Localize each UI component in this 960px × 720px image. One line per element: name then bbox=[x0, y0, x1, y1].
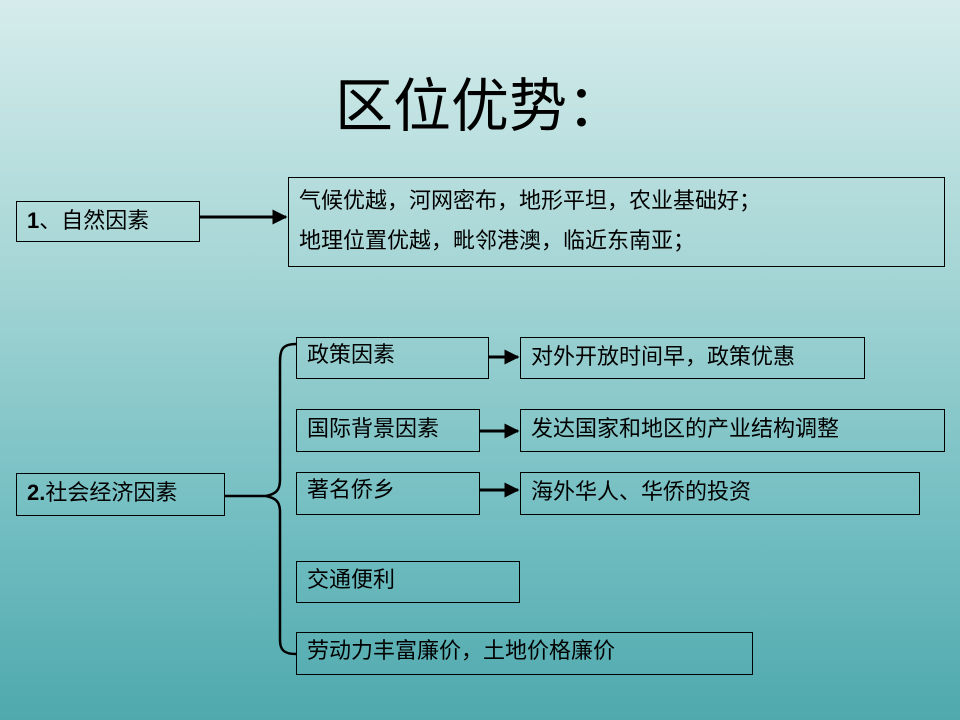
natural-label: 、自然因素 bbox=[39, 209, 150, 234]
factor-policy-detail: 对外开放时间早，政策优惠 bbox=[531, 345, 796, 370]
factor-overseas-detail-box: 海外华人、华侨的投资 bbox=[520, 472, 920, 515]
factor-policy-box: 政策因素 bbox=[296, 337, 489, 379]
social-label: 社会经济因素 bbox=[45, 481, 178, 506]
factor-overseas-box: 著名侨乡 bbox=[296, 472, 480, 515]
factor-overseas-detail: 海外华人、华侨的投资 bbox=[531, 480, 752, 505]
factor-transport-box: 交通便利 bbox=[296, 561, 520, 603]
factor-international-detail: 发达国家和地区的产业结构调整 bbox=[531, 417, 840, 442]
factor-policy-label: 政策因素 bbox=[307, 343, 396, 368]
natural-detail-1: 气候优越，河网密布，地形平坦，农业基础好； bbox=[299, 189, 762, 214]
social-factor-box: 2.社会经济因素 bbox=[16, 473, 225, 516]
natural-factor-box: 1、自然因素 bbox=[16, 201, 200, 242]
natural-detail-2: 地理位置优越，毗邻港澳，临近东南亚； bbox=[299, 229, 696, 254]
slide-title: 区位优势： bbox=[334, 72, 625, 140]
social-number: 2. bbox=[27, 480, 46, 505]
natural-details-box: 气候优越，河网密布，地形平坦，农业基础好； 地理位置优越，毗邻港澳，临近东南亚； bbox=[288, 177, 945, 267]
factor-international-box: 国际背景因素 bbox=[296, 409, 480, 452]
factor-overseas-label: 著名侨乡 bbox=[307, 478, 396, 503]
factor-international-label: 国际背景因素 bbox=[307, 417, 440, 442]
natural-number: 1 bbox=[27, 208, 40, 233]
factor-labor-box: 劳动力丰富廉价，土地价格廉价 bbox=[296, 632, 753, 675]
factor-transport-label: 交通便利 bbox=[307, 568, 396, 593]
factor-policy-detail-box: 对外开放时间早，政策优惠 bbox=[520, 337, 865, 379]
brace bbox=[265, 342, 297, 656]
factor-international-detail-box: 发达国家和地区的产业结构调整 bbox=[520, 409, 945, 452]
factor-labor-label: 劳动力丰富廉价，土地价格廉价 bbox=[307, 639, 616, 664]
